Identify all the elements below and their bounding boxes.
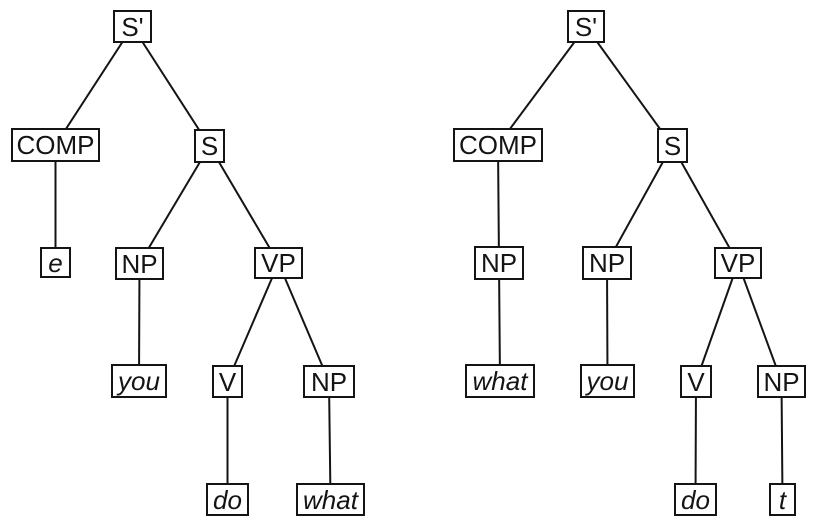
tree2-edge-sbar-comp bbox=[497, 25, 587, 146]
tree2-edge-s-vp bbox=[671, 145, 739, 264]
tree1-edge-s-np-subj bbox=[138, 145, 211, 265]
tree1-node-s-bar: S' bbox=[113, 10, 152, 43]
tree2-edge-v-do bbox=[694, 381, 697, 500]
tree1-node-np-object: NP bbox=[303, 365, 355, 398]
tree2-leaf-you: you bbox=[580, 364, 635, 398]
tree2-edge-np-obj-t bbox=[780, 381, 784, 500]
tree2-edge-np-subj-you bbox=[606, 262, 609, 382]
tree2-node-s: S bbox=[657, 128, 688, 163]
tree1-node-s: S bbox=[194, 129, 225, 163]
tree1-leaf-e: e bbox=[40, 247, 71, 278]
tree1-node-comp: COMP bbox=[11, 128, 100, 162]
tree1-leaf-do: do bbox=[206, 483, 249, 516]
tree2-node-v: V bbox=[680, 365, 712, 398]
tree2-node-np-subject: NP bbox=[582, 246, 632, 280]
tree1-edge-np-obj-what bbox=[328, 381, 332, 500]
tree1-edge-sbar-s bbox=[131, 25, 211, 147]
tree2-node-np-comp: NP bbox=[474, 246, 524, 280]
tree2-leaf-do: do bbox=[674, 483, 717, 516]
tree2-leaf-what: what bbox=[465, 364, 535, 398]
tree2-leaf-t: t bbox=[769, 483, 796, 516]
tree2-edge-sbar-s bbox=[585, 25, 673, 147]
tree1-edge-sbar-comp bbox=[54, 25, 134, 146]
tree1-leaf-what: what bbox=[296, 483, 365, 516]
tree1-leaf-you: you bbox=[111, 364, 167, 398]
tree2-edge-np-comp-what bbox=[498, 262, 501, 382]
tree1-node-v: V bbox=[212, 365, 243, 398]
tree1-node-np-subject: NP bbox=[115, 247, 164, 280]
tree1-edge-vp-np-obj bbox=[277, 262, 330, 382]
tree2-edge-vp-np-obj bbox=[737, 262, 783, 382]
tree2-edge-comp-np bbox=[497, 144, 500, 264]
tree1-node-vp: VP bbox=[254, 247, 303, 279]
tree2-edge-s-np-subj bbox=[606, 145, 673, 264]
tree2-node-vp: VP bbox=[714, 247, 762, 279]
tree1-edge-np-subj-you bbox=[138, 263, 141, 382]
tree2-node-comp: COMP bbox=[453, 128, 543, 162]
tree1-edge-s-vp bbox=[208, 145, 280, 264]
tree2-node-s-bar: S' bbox=[567, 10, 605, 43]
tree1-edge-vp-v bbox=[226, 262, 280, 382]
tree2-node-np-object: NP bbox=[757, 365, 806, 398]
tree2-edge-vp-v bbox=[695, 262, 739, 382]
